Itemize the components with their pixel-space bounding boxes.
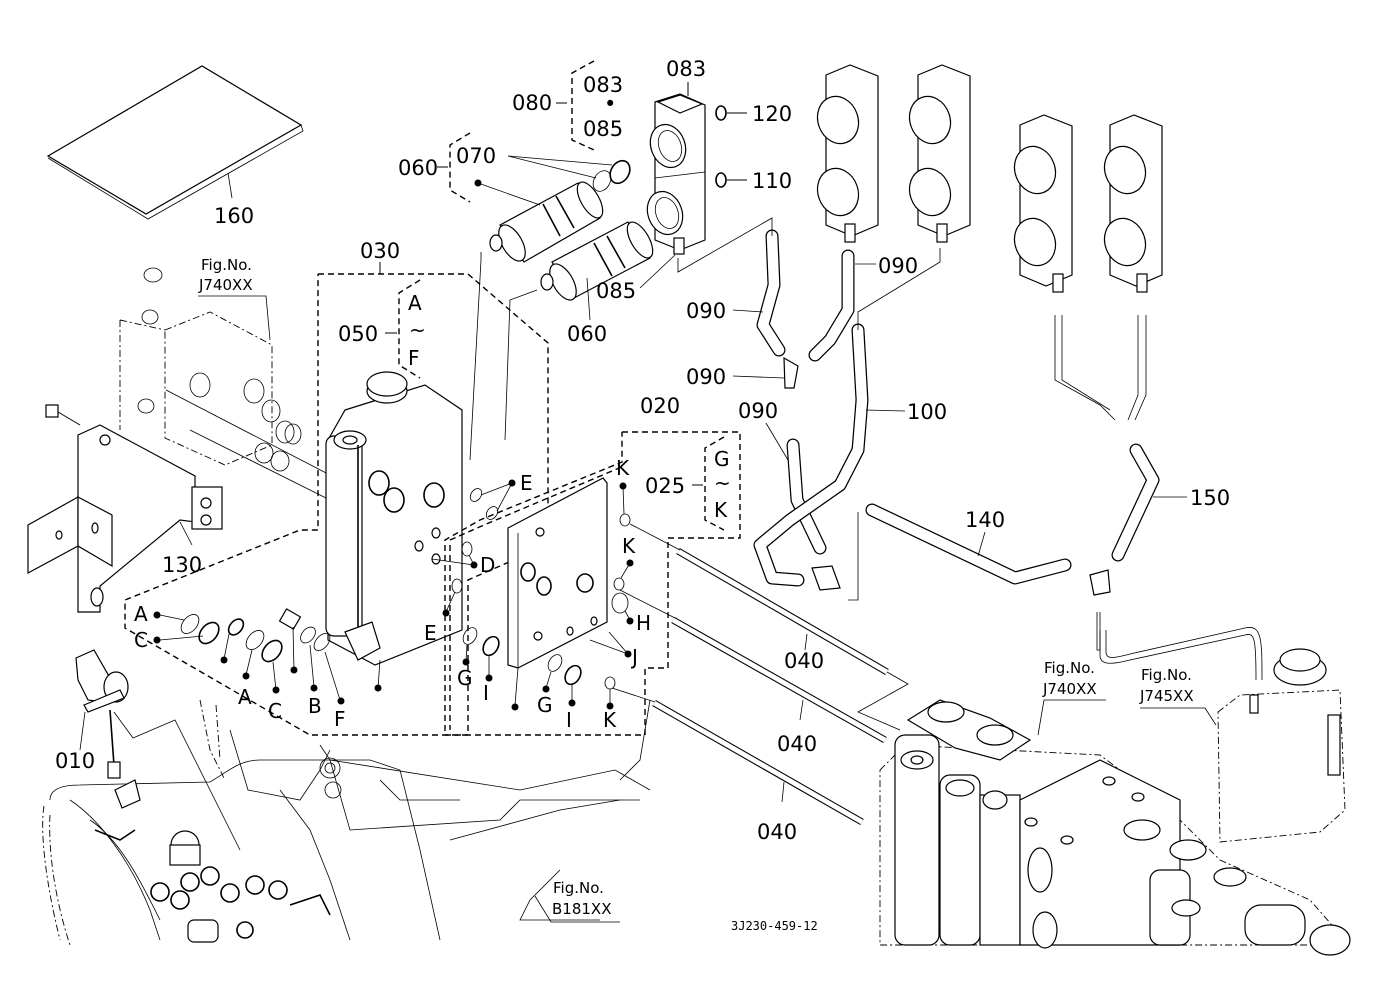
solenoid-unit-j745 [1217, 648, 1346, 843]
fig-ref-line2: B181XX [552, 900, 611, 918]
valve-body-030 [325, 371, 463, 666]
range-from: A [408, 291, 422, 315]
part-label-085: 085 [583, 117, 623, 141]
range-tilde: ~ [409, 318, 426, 342]
seal-letter-f: F [334, 707, 346, 731]
seal-letter-c: C [134, 628, 148, 652]
valve-coupler-block-083 [646, 93, 706, 255]
part-label-120: 120 [752, 102, 792, 126]
part-label-040: 040 [757, 820, 797, 844]
part-label-060: 060 [567, 322, 607, 346]
part-label-090: 090 [738, 399, 778, 423]
fig-ref-j740-bottom: Fig.No. J740XX [1037, 659, 1106, 736]
seal-letter-i: I [566, 708, 572, 732]
fig-ref-j740-top: Fig.No. J740XX [198, 256, 271, 341]
range-to: K [714, 498, 728, 522]
range-tilde: ~ [714, 471, 731, 495]
coupler-pair-top-middle [816, 64, 971, 243]
fig-ref-line1: Fig.No. [553, 879, 604, 897]
part-label-100: 090 [686, 365, 726, 389]
seal-letter-h: H [636, 611, 651, 635]
seal-group-e-d [431, 479, 516, 617]
kit-020-boundary [444, 431, 741, 736]
bolt [45, 404, 81, 426]
seal-letter-b: B [308, 694, 322, 718]
seal-letter-i: I [483, 681, 489, 705]
seal-letter-j: J [630, 645, 638, 669]
part-label-010: 010 [55, 749, 95, 773]
seal-group-g-k [462, 482, 634, 710]
seal-row-left [153, 608, 382, 705]
fig-ref-b181: Fig.No. B181XX [534, 879, 620, 923]
seal-letter-g: G [457, 666, 473, 690]
fig-ref-line2: J745XX [1139, 687, 1194, 705]
fig-ref-line2: J740XX [198, 276, 253, 294]
drawing-code: 3J230-459-12 [731, 919, 818, 933]
part-label-085: 085 [596, 279, 636, 303]
part-label-090: 090 [686, 299, 726, 323]
part-label-070: 070 [456, 144, 496, 168]
part-label-030: 030 [360, 239, 400, 263]
part-label-083: 083 [583, 73, 623, 97]
part-label-080: 080 [512, 91, 552, 115]
seal-letter-k: K [622, 534, 636, 558]
part-label-160: 160 [214, 204, 254, 228]
operator-console [42, 699, 651, 946]
part-label-083: 083 [666, 57, 706, 81]
seal-letter-e: E [520, 471, 533, 495]
fig-ref-line2: J740XX [1042, 680, 1097, 698]
part-label-090: 150 [1190, 486, 1230, 510]
kit-025-range: 025 G ~ K [645, 436, 731, 531]
spacer-plate-020 [507, 477, 608, 711]
ghost-valve-block-left [119, 267, 331, 501]
part-label-025: 025 [645, 474, 685, 498]
seal-letter-k: K [603, 708, 617, 732]
manual-booklet [46, 65, 304, 220]
hose-assembly [677, 217, 1263, 681]
range-to: F [408, 346, 420, 370]
range-from: G [714, 447, 730, 471]
part-label-020: 020 [640, 394, 680, 418]
fig-ref-line1: Fig.No. [1141, 666, 1192, 684]
seal-letter-e: E [424, 621, 437, 645]
seal-letter-g: G [537, 693, 553, 717]
part-label-130: 130 [162, 553, 202, 577]
seal-letter-a: A [238, 685, 252, 709]
part-label-150: 140 [965, 508, 1005, 532]
switch-010 [75, 649, 129, 779]
part-label-050: 050 [338, 322, 378, 346]
seal-letter-d: D [480, 553, 495, 577]
mounting-bracket [27, 404, 223, 613]
quick-coupler-060-lower [540, 221, 654, 301]
fig-ref-line1: Fig.No. [201, 256, 252, 274]
coupler-pair-right [1013, 114, 1163, 293]
seal-letter-k: K [616, 456, 630, 480]
control-valve-stack [879, 699, 1351, 956]
fig-ref-j745: Fig.No. J745XX [1139, 666, 1217, 726]
seal-letter-a: A [134, 602, 148, 626]
part-label-060: 060 [398, 156, 438, 180]
part-label-040: 040 [777, 732, 817, 756]
kit-030-boundary [124, 273, 549, 736]
separator-dot: • [604, 92, 616, 116]
tie-rods-040 [611, 523, 909, 826]
kit-050-range: 050 A ~ F [338, 279, 426, 379]
fig-ref-line1: Fig.No. [1044, 659, 1095, 677]
seal-letter-c: C [268, 699, 282, 723]
part-label-140: 100 [907, 400, 947, 424]
part-label-090: 090 [878, 254, 918, 278]
part-label-110: 110 [752, 169, 792, 193]
quick-coupler-060-upper [489, 181, 604, 263]
part-label-040: 040 [784, 649, 824, 673]
